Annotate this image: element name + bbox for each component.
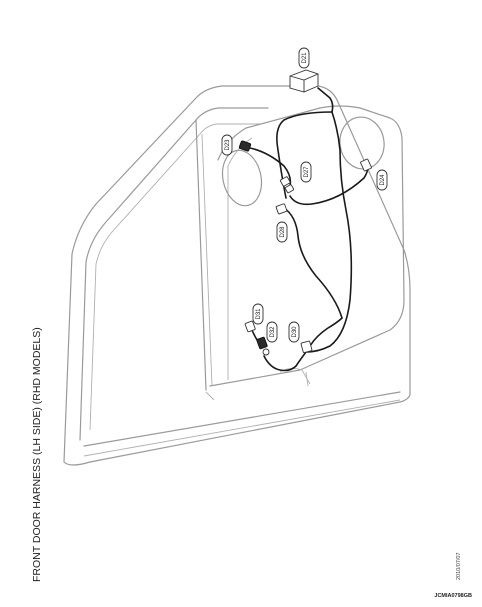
glass-run-inner <box>201 133 213 387</box>
connector-d28-body <box>275 203 288 215</box>
harness-branch-d32 <box>263 351 307 372</box>
tag-d31: D31 <box>252 303 264 325</box>
tag-d27-text: D27 <box>304 166 310 178</box>
harness-main-trunk <box>305 111 353 353</box>
tag-d32: D32 <box>266 321 278 343</box>
tag-d30: D30 <box>288 321 300 343</box>
diagram-title: FRONT DOOR HARNESS (LH SIDE) (RHD MODELS… <box>31 327 43 582</box>
figure-code: JCMIA0798GB <box>434 593 472 599</box>
window-frame-inner <box>89 123 260 431</box>
connector-d21-body <box>289 69 319 93</box>
connector-bodies <box>238 69 372 356</box>
tag-d21-text: D21 <box>302 52 308 64</box>
connector-d30-body <box>300 340 313 354</box>
connector-d27-body <box>279 176 295 194</box>
harness-branch-d28 <box>283 207 343 319</box>
tag-d28-text: D28 <box>280 226 286 238</box>
connector-d32-body <box>256 336 270 356</box>
tag-d30-text: D30 <box>292 326 298 338</box>
tag-d28: D28 <box>276 221 288 243</box>
harness-branch-d23 <box>249 147 292 187</box>
belt-notch <box>205 391 215 401</box>
connector-d23-body <box>238 140 252 152</box>
door-panel <box>63 85 411 466</box>
inner-panel-edge <box>227 137 253 380</box>
tag-d32-text: D32 <box>270 326 276 338</box>
harness-branch-d21 <box>317 87 334 113</box>
lower-belt-line <box>83 391 401 447</box>
tag-d23: D23 <box>221 134 233 156</box>
tag-d27: D27 <box>300 161 312 183</box>
harness-branch-d30 <box>309 317 343 347</box>
lower-speaker-hole <box>221 149 263 207</box>
harness-main-upper <box>276 111 333 199</box>
connector-d31-body <box>244 320 256 333</box>
tag-d24: D24 <box>376 169 388 191</box>
tag-d31-text: D31 <box>256 308 262 320</box>
diagram-date: 2010/07/07 <box>456 552 462 580</box>
harness-branch-d24 <box>289 165 369 206</box>
door-outer-outline <box>63 85 411 466</box>
window-frame-outline <box>79 107 269 441</box>
tag-d21: D21 <box>298 47 310 69</box>
tag-d23-text: D23 <box>225 139 231 151</box>
lower-belt-inner <box>83 399 401 457</box>
connector-d24-body <box>360 158 372 172</box>
inner-panel-outline <box>209 105 405 387</box>
glass-run-line <box>195 119 207 391</box>
tag-d24-text: D24 <box>380 174 386 186</box>
trim-clip <box>305 371 309 387</box>
